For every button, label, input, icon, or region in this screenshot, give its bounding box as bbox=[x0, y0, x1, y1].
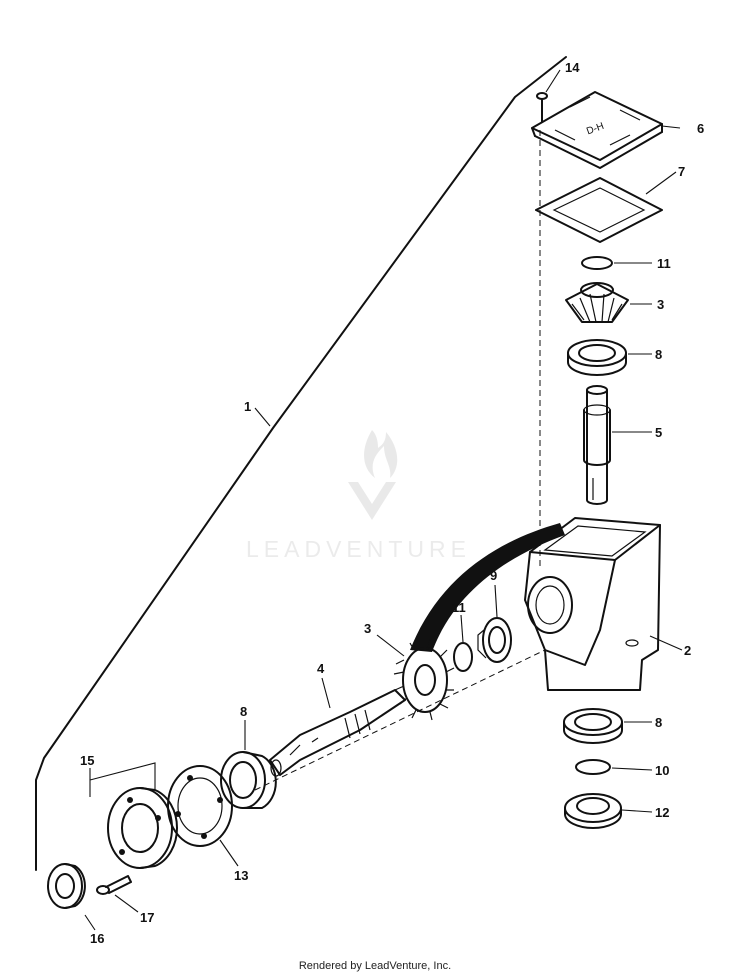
part-10-snap-ring bbox=[575, 759, 653, 775]
part-8-bearing-top bbox=[567, 339, 652, 376]
callout-16: 16 bbox=[90, 931, 104, 946]
part-15-flange-housing bbox=[89, 762, 179, 869]
part-14-screw bbox=[536, 69, 561, 123]
callout-12: 12 bbox=[655, 805, 669, 820]
callout-11-top: 11 bbox=[657, 256, 671, 271]
watermark-text: LEADVENTURE bbox=[246, 536, 471, 562]
part-2-gearbox-housing bbox=[410, 517, 683, 691]
part-17-bolt bbox=[96, 875, 139, 913]
part-1-frame-line bbox=[35, 56, 567, 871]
part-6-cover-plate: D-H bbox=[531, 91, 681, 169]
callout-3-top: 3 bbox=[657, 297, 664, 312]
part-3-bevel-gear-top bbox=[565, 282, 652, 323]
callout-11-middle: 11 bbox=[452, 600, 466, 615]
callout-7: 7 bbox=[678, 164, 685, 179]
callout-8-left: 8 bbox=[240, 704, 247, 719]
part-7-gasket bbox=[535, 171, 677, 243]
part-9-bearing bbox=[477, 584, 512, 663]
part-16-seal bbox=[47, 863, 96, 931]
callout-15: 15 bbox=[80, 753, 94, 768]
callout-3-middle: 3 bbox=[364, 621, 371, 636]
callout-9: 9 bbox=[490, 568, 497, 583]
part-11-snap-ring-top bbox=[581, 256, 652, 270]
part-4-horizontal-shaft bbox=[269, 677, 406, 777]
callout-4: 4 bbox=[317, 661, 325, 676]
part-12-seal bbox=[564, 793, 653, 829]
callout-2: 2 bbox=[684, 643, 691, 658]
callout-17: 17 bbox=[140, 910, 154, 925]
svg-text:D-H: D-H bbox=[585, 121, 605, 137]
callout-5: 5 bbox=[655, 425, 662, 440]
part-8-bearing-bottom bbox=[563, 708, 652, 744]
part-8-bearing-left bbox=[220, 720, 277, 809]
footer-credit: Rendered by LeadVenture, Inc. bbox=[298, 960, 452, 972]
callout-10: 10 bbox=[655, 763, 669, 778]
callout-13: 13 bbox=[234, 868, 248, 883]
part-11-snap-ring-middle bbox=[453, 614, 473, 672]
callout-6: 6 bbox=[697, 121, 704, 136]
callout-1: 1 bbox=[244, 399, 251, 414]
callout-8-top: 8 bbox=[655, 347, 662, 362]
callout-8-bottom: 8 bbox=[655, 715, 662, 730]
part-13-seal-plate bbox=[167, 765, 239, 867]
leadventure-watermark: LEADVENTURE bbox=[246, 430, 471, 562]
part-5-vertical-shaft bbox=[583, 385, 652, 505]
callout-14: 14 bbox=[565, 60, 580, 75]
part-3-bevel-gear-middle bbox=[376, 634, 455, 721]
